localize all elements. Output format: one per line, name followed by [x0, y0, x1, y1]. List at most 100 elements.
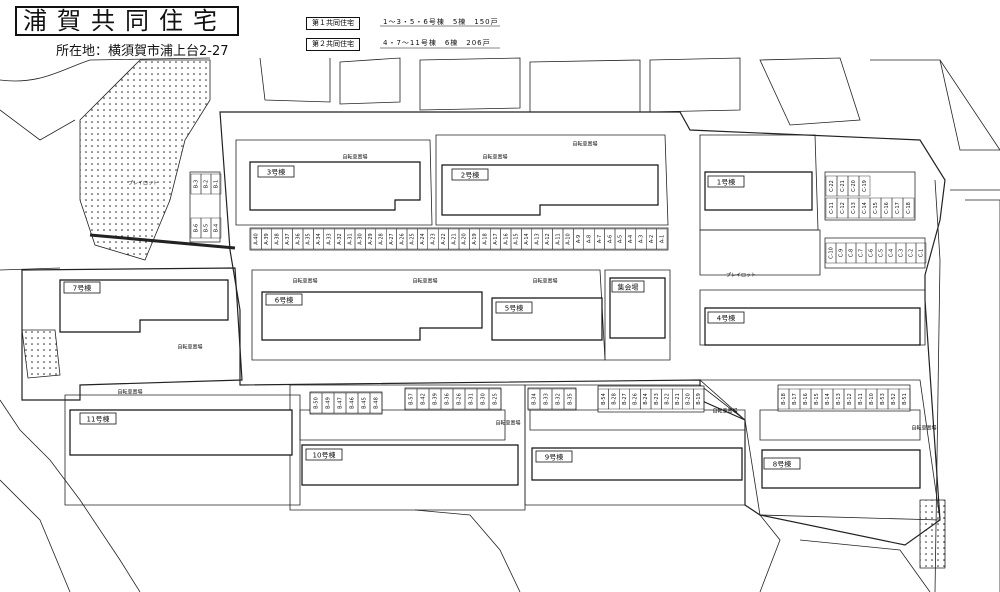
parking-stall-a: A-38 [275, 233, 281, 244]
parking-stall-b: B-26 [457, 393, 463, 405]
parking-stall-a: A-26 [399, 233, 405, 244]
parking-stall-b-cell [210, 217, 222, 239]
parking-stall-b: B-4 [214, 224, 220, 232]
bike-shed-label-1: 自転車置場 [342, 154, 367, 161]
building-label-9-box [535, 450, 573, 463]
road [529, 59, 641, 113]
building-2 [441, 164, 659, 216]
parking-stall-b: B-52 [891, 393, 897, 405]
parking-stall-c-cell [902, 197, 915, 219]
parking-stall-a: A-20 [462, 233, 468, 244]
parking-stall-b: B-49 [326, 397, 332, 409]
parking-stall-b: B-16 [803, 393, 809, 405]
building-label-8-box [763, 457, 801, 470]
building-label-3-box [257, 165, 295, 178]
walkway [759, 409, 921, 441]
site-boundary [289, 384, 526, 511]
parking-stall-b: B-21 [675, 393, 681, 405]
parking-stall-b: B-39 [433, 393, 439, 405]
road [339, 57, 401, 105]
parking-stall-b: B-10 [869, 393, 875, 405]
road [965, 199, 1000, 592]
parking-stall-b-cell [693, 388, 705, 410]
site-boundary [21, 267, 243, 401]
bike-shed-label-3: 自転車置場 [572, 141, 597, 148]
building-label-1: 1号棟 [717, 178, 735, 187]
address: 所在地：横須賀市浦上台2-27 [56, 44, 229, 59]
parking-stall-b: B-14 [825, 393, 831, 405]
slope-area [89, 233, 236, 250]
parking-stall-b: B-3 [194, 180, 200, 188]
parking-stall-c: C-17 [895, 202, 901, 214]
building-7 [59, 279, 229, 333]
parking-stall-b-cell [898, 388, 911, 410]
parking-stall-b: B-50 [314, 397, 320, 409]
parking-stall-c: C-2 [909, 249, 915, 257]
building-label-11-box [79, 412, 117, 425]
parking-stall-c: C-11 [829, 202, 835, 214]
building-label-5-box [495, 301, 533, 314]
road [939, 59, 1000, 151]
building-label-7-box [63, 281, 101, 294]
parking-stall-b: B-36 [445, 393, 451, 405]
parking-stall-a: A-9 [576, 235, 582, 243]
parking-stall-a: A-25 [410, 233, 416, 244]
road [934, 179, 941, 592]
parking-stall-b: B-28 [611, 393, 617, 405]
parking-stall-c: C-1 [919, 249, 925, 257]
parking-stall-b-cell [563, 388, 577, 410]
bike-shed-label-5: 自転車置場 [412, 278, 437, 285]
walkway [299, 409, 506, 441]
road [259, 57, 331, 103]
legend-label-2: 第２共同住宅 [306, 38, 360, 51]
bike-shed-label-7: 自転車置場 [177, 344, 202, 351]
bike-shed-label-11: 自転車置場 [911, 425, 936, 432]
parking-stall-c: C-3 [899, 249, 905, 257]
parking-stall-a: A-30 [358, 233, 364, 244]
parking-stall-b: B-24 [643, 393, 649, 405]
parking-stall-b: B-48 [374, 397, 380, 409]
parking-stall-c: C-9 [839, 249, 845, 257]
parking-stall-b: B-57 [409, 393, 415, 405]
meeting-hall-label-box [611, 280, 645, 293]
walkway [699, 229, 821, 276]
road [649, 57, 741, 113]
parking-stall-a: A-32 [337, 233, 343, 244]
parking-stall-b: B-11 [858, 393, 864, 405]
building-label-6-box [265, 293, 303, 306]
parking-stall-c: C-5 [879, 249, 885, 257]
parking-stall-b: B-13 [836, 393, 842, 405]
parking-stall-a: A-2 [649, 235, 655, 243]
building-label-8: 8号棟 [773, 460, 791, 469]
parking-stall-b: B-5 [204, 224, 210, 232]
building-label-9: 9号棟 [545, 453, 563, 462]
road [0, 479, 71, 592]
parking-stall-b: B-2 [204, 180, 210, 188]
parking-stall-b: B-25 [493, 393, 499, 405]
parking-stall-b-cell [488, 388, 502, 410]
parking-stall-b: B-51 [902, 393, 908, 405]
parking-stall-a: A-11 [555, 233, 561, 244]
parking-stall-a: A-34 [316, 233, 322, 244]
parking-stall-b: B-30 [481, 393, 487, 405]
walkway [699, 289, 926, 346]
parking-stall-a: A-33 [327, 233, 333, 244]
parking-stall-b: B-26 [633, 393, 639, 405]
parking-stall-c: C-19 [862, 180, 868, 192]
bike-shed-label-9: 自転車置場 [712, 408, 737, 415]
bike-shed-label-10: 自転車置場 [495, 420, 520, 427]
bike-shed-label-2: 自転車置場 [482, 154, 507, 161]
slope-area [79, 59, 211, 261]
legend-desc-2: 4・7～11号棟 6棟 206戸 [383, 39, 491, 47]
parking-stall-b: B-33 [544, 393, 550, 405]
parking-stall-c: C-7 [859, 249, 865, 257]
parking-stall-b: B-12 [847, 393, 853, 405]
parking-stall-c: C-21 [840, 180, 846, 192]
building-label-2: 2号棟 [461, 171, 479, 180]
parking-stall-b: B-23 [654, 393, 660, 405]
parking-stall-a: A-28 [379, 233, 385, 244]
parking-stall-c: C-15 [873, 202, 879, 214]
road [419, 57, 521, 111]
parking-stall-b: B-45 [362, 397, 368, 409]
